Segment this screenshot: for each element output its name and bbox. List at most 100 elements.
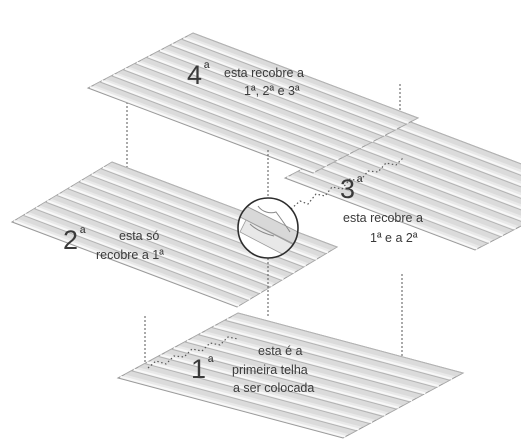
sheet-1-groove	[171, 348, 397, 410]
sheet-2-groove	[56, 194, 282, 281]
sheet-3-ridge	[312, 162, 504, 237]
sheet-4-groove	[192, 32, 419, 119]
sheet-2-ordinal: ª	[80, 225, 86, 242]
sheet-3-groove	[297, 170, 488, 244]
sheet-4-trough	[187, 33, 418, 122]
sheet-1-ridge	[200, 332, 426, 395]
sheet-1-groove	[211, 326, 437, 388]
sheet-2-trough	[39, 202, 271, 291]
sheet-3-groove	[387, 124, 521, 176]
sheet-1-trough	[151, 356, 383, 420]
sheet-4-ridge	[89, 85, 316, 173]
sheet-3-trough	[291, 171, 488, 247]
sheet-2-groove	[22, 214, 249, 301]
sheet-2-ridge	[24, 213, 251, 301]
sheet-4-ridge	[183, 37, 409, 124]
sheet-1-ridge	[146, 361, 373, 424]
sheet-3-groove	[310, 164, 501, 238]
sheet-1-groove	[157, 355, 384, 417]
sheet-1-ridge	[186, 339, 413, 402]
sheet-4-trough	[105, 75, 337, 164]
sheet-3-trough	[304, 164, 501, 240]
sheet-1-groove	[184, 341, 410, 403]
sheet-1-caption-line-3: a ser colocada	[233, 381, 314, 395]
sheet-2-trough	[62, 188, 293, 277]
sheet-2-caption-line-2: recobre a 1ª	[96, 248, 164, 262]
sheet-4-groove	[111, 75, 337, 162]
sheet-4-ridge	[136, 61, 363, 149]
sheet-4-trough	[163, 45, 395, 134]
sheet-1-ridge	[213, 325, 439, 388]
label-sheet-2: 2 ª esta só recobre a 1ª	[63, 225, 164, 262]
sheet-1-trough	[124, 370, 357, 435]
sheet-1-ordinal: ª	[208, 354, 214, 371]
overlap-line-sheet-3	[290, 156, 405, 210]
sheet-4-groove	[122, 69, 349, 156]
sheet-3-ridge	[325, 155, 516, 230]
sheet-1-groove	[224, 319, 450, 381]
sheet-3-ridge	[286, 175, 478, 250]
sheet-3-trough	[316, 158, 514, 234]
sheet-3-trough	[355, 138, 521, 205]
sheet-4-groove	[146, 56, 372, 143]
label-sheet-1: 1 ª esta é a primeira telha a ser coloca…	[191, 344, 314, 395]
sheet-1-trough	[178, 341, 410, 406]
detail-circle-icon	[237, 197, 299, 259]
sheet-4-trough	[175, 39, 407, 128]
sheet-2-groove	[67, 188, 293, 275]
sheet-3-ordinal: ª	[357, 174, 363, 191]
sheet-3-groove	[323, 157, 514, 231]
sheet-4-caption-line-2: 1ª, 2ª e 3ª	[244, 84, 300, 98]
sheet-2-ridge	[13, 219, 240, 307]
sheet-1-trough	[138, 363, 370, 428]
sheet-4-trough	[117, 69, 349, 158]
sheet-2-ridge	[46, 199, 273, 287]
label-sheet-4: 4 ª esta recobre a 1ª, 2ª e 3ª	[187, 60, 304, 98]
sheet-3-ridge	[350, 142, 521, 209]
sheet-4-groove	[99, 81, 325, 168]
overlap-line-sheet-1	[147, 336, 239, 369]
sheet-4-number: 4	[187, 60, 202, 90]
sheet-1	[116, 312, 465, 439]
sheet-1-groove	[197, 334, 424, 396]
sheet-2-groove	[34, 208, 260, 295]
sheet-4-trough	[152, 51, 383, 140]
sheet-4-ordinal: ª	[204, 60, 210, 77]
sheet-1-groove	[131, 370, 357, 432]
sheet-3-ridge	[363, 135, 521, 198]
sheet-4	[86, 32, 420, 174]
sheet-4-ridge	[159, 49, 386, 137]
sheet-3-trough	[342, 144, 521, 216]
sheet-4-trough	[93, 81, 325, 170]
label-sheet-3: 3 ª esta recobre a 1ª e a 2ª	[340, 174, 423, 245]
sheet-4-ridge	[113, 73, 339, 161]
sheet-4-groove	[181, 38, 407, 125]
overlap-lines	[147, 156, 405, 369]
sheet-1-trough	[204, 327, 437, 392]
sheet-3-groove	[335, 150, 521, 222]
sheet-1-ridge	[173, 346, 399, 409]
sheet-2-ridge	[35, 206, 262, 294]
sheet-3-trough	[393, 118, 521, 170]
sheet-1-number: 1	[191, 354, 206, 384]
sheet-2-trough	[50, 195, 282, 284]
sheet-3-ridge	[338, 149, 521, 221]
sheet-3-groove	[348, 144, 521, 211]
sheet-3-ridge	[376, 129, 521, 186]
sheet-1-caption-line-1: esta é a	[258, 344, 303, 358]
sheet-2-ridge	[69, 186, 295, 274]
sheet-4-groove	[169, 44, 395, 131]
sheet-3-ridge	[299, 169, 491, 244]
sheet-3-groove	[399, 117, 521, 165]
sheet-1-ridge	[160, 354, 386, 416]
sheet-2-groove	[45, 201, 271, 288]
sheet-2-trough	[17, 215, 249, 304]
sheet-3-trough	[368, 131, 521, 193]
sheet-4-groove	[157, 50, 384, 137]
sheet-1-ridge	[133, 368, 359, 431]
sheet-2-number: 2	[63, 225, 78, 255]
sheet-3-ridge	[389, 122, 521, 175]
sheet-1-trough	[218, 320, 450, 384]
sheet-2-caption-line-1: esta só	[119, 229, 159, 243]
